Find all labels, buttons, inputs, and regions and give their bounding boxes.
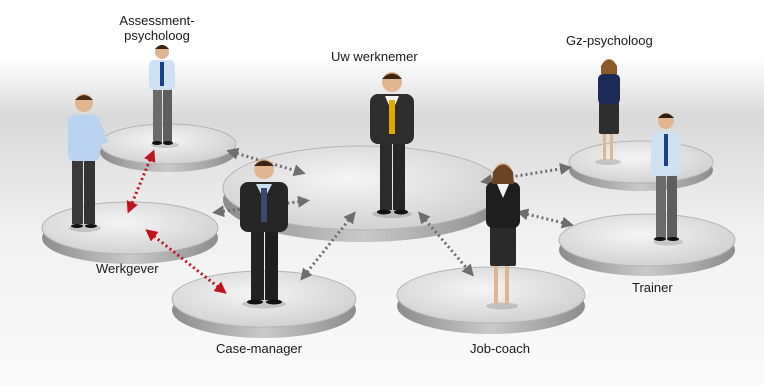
role-label-trainer: Trainer [632, 280, 673, 295]
role-label-gz-psycholoog: Gz-psycholoog [566, 33, 653, 48]
person-figure-icon [68, 94, 109, 232]
role-label-werknemer: Uw werknemer [331, 49, 418, 64]
person-figure-icon [370, 72, 414, 218]
person-figure-icon [595, 59, 621, 165]
person-figure-icon [240, 159, 288, 309]
platform-jobcoach [396, 266, 586, 334]
role-label-assessment: Assessment- psycholoog [119, 13, 195, 43]
platform-gz [568, 140, 714, 191]
role-label-assessment-line1: Assessment- [119, 13, 195, 28]
platform-werkgever [41, 201, 219, 264]
double-arrow-icon [480, 163, 572, 186]
double-arrow-icon [145, 229, 227, 294]
people [68, 45, 683, 310]
person-figure-icon [651, 113, 683, 246]
role-label-case-manager: Case-manager [216, 341, 302, 356]
role-label-job-coach: Job-coach [470, 341, 530, 356]
role-label-werkgever: Werkgever [96, 261, 159, 276]
platform-trainer [558, 213, 736, 276]
person-figure-icon [149, 45, 179, 148]
double-arrow-icon [418, 211, 474, 277]
person-figure-icon [486, 163, 520, 310]
role-label-assessment-line2: psycholoog [124, 28, 190, 43]
